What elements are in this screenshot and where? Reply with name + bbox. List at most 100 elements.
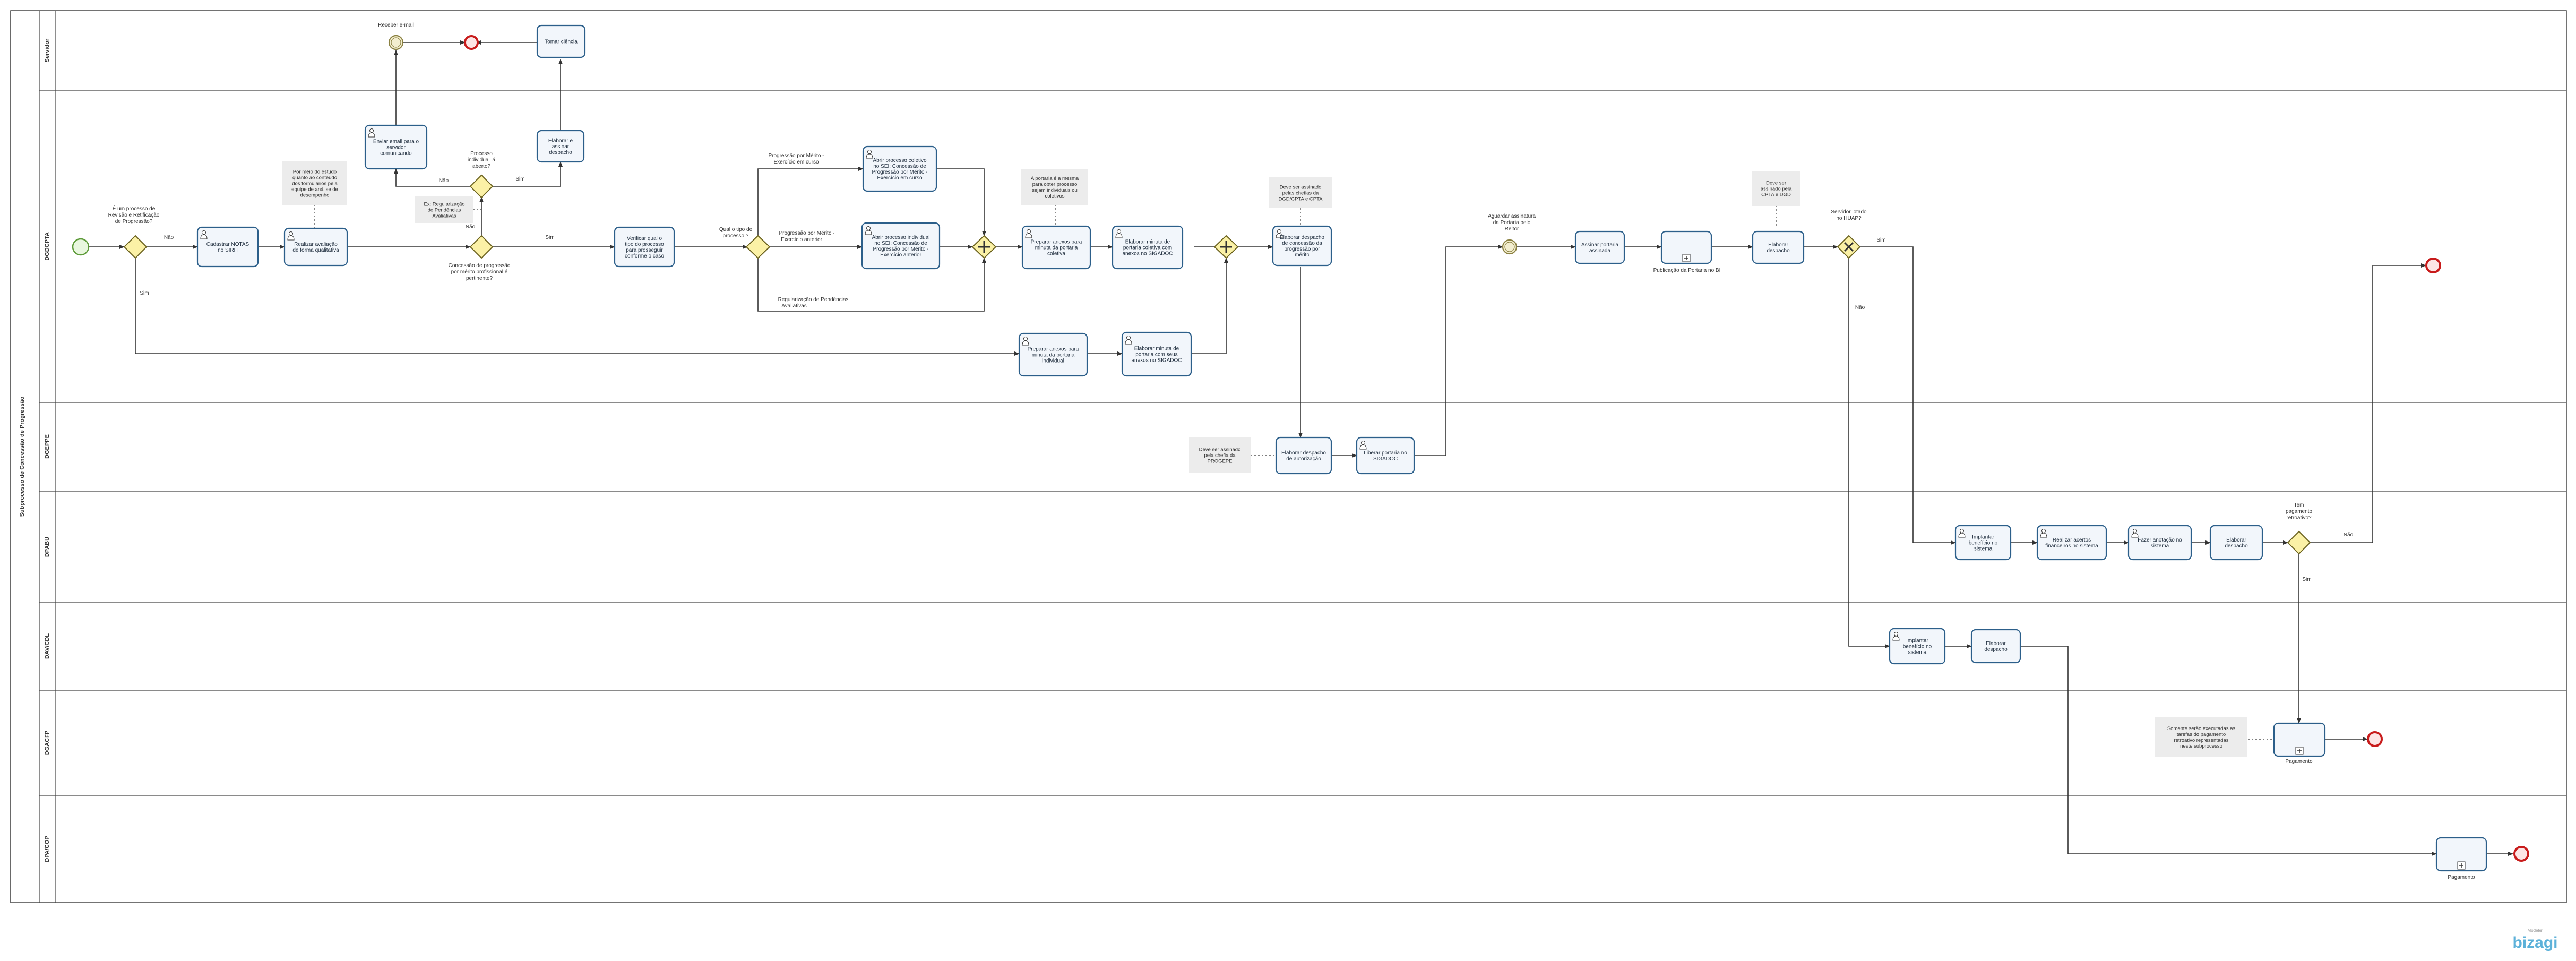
user-task-icon bbox=[1025, 229, 1032, 238]
flow-label-nao-g1: Não bbox=[164, 235, 174, 241]
annotation-text: Avaliativas bbox=[432, 213, 456, 219]
annotation-text: neste subprocesso bbox=[2180, 743, 2222, 749]
gateway-pertinente-label-2: por mérito profissional é bbox=[451, 269, 508, 275]
task-label: Realizar avaliação bbox=[294, 242, 338, 247]
task-label: Progressão por Mérito - bbox=[873, 246, 928, 252]
task-label: Elaborar minuta de bbox=[1125, 239, 1170, 245]
annotation-text: Somente serão executadas as bbox=[2167, 726, 2236, 732]
annotation-text: CPTA e DGD bbox=[1761, 192, 1791, 198]
gateway-retroativo: Tem pagamento retroativo? bbox=[2286, 502, 2312, 555]
task-label: assinada bbox=[1589, 248, 1610, 254]
task-label: sistema bbox=[1908, 650, 1927, 656]
annotation-text: de Pendências bbox=[428, 208, 461, 213]
lane-label-dav-cdl: DAV/CDL bbox=[44, 633, 50, 659]
lane-label-dpa-cop: DPA/COP bbox=[44, 836, 50, 862]
task-label: sistema bbox=[1974, 546, 1993, 552]
await-signature-event: Aguardar assinatura da Portaria pelo Rei… bbox=[1488, 213, 1536, 255]
gateway-aberto-label-2: individual já bbox=[468, 157, 496, 163]
annotation-text: Deve ser assinado bbox=[1280, 185, 1322, 191]
subprocess-caption-pagamento-dpacop: Pagamento bbox=[2448, 874, 2475, 880]
lane-label-servidor: Servidor bbox=[44, 38, 50, 62]
annotation-text: desempenho bbox=[300, 193, 330, 199]
task-label: Realizar acertos bbox=[2053, 537, 2091, 543]
task-label: Progressão por Mérito - bbox=[872, 169, 927, 175]
flow-label-anterior-2: Exercício anterior bbox=[781, 237, 822, 243]
flow-labels: Não Sim Não Sim Não Sim Progressão por M… bbox=[140, 153, 2353, 582]
await-signature-label-1: Aguardar assinatura bbox=[1488, 213, 1536, 219]
task-label: conforme o caso bbox=[625, 253, 664, 259]
gateway-pertinente: Concessão de progressão por mérito profi… bbox=[449, 235, 511, 281]
lane-label-dgacfp: DGACFP bbox=[44, 731, 50, 755]
gateway-revisao: É um processo de Revisão e Retificação d… bbox=[108, 205, 160, 259]
await-signature-label-3: Reitor bbox=[1505, 226, 1519, 232]
task-label: Implantar bbox=[1972, 535, 1994, 540]
task-label: anexos no SIGADOC bbox=[1131, 358, 1182, 364]
lane-label-dgeppe: DGEPPE bbox=[44, 434, 50, 459]
annotation-text: sejam individuais ou bbox=[1032, 187, 1078, 193]
gateway-revisao-label-2: Revisão e Retificação bbox=[108, 212, 160, 218]
gateway-huap-label-1: Servidor lotado bbox=[1831, 209, 1867, 215]
task-label: anexos no SIGADOC bbox=[1122, 251, 1173, 257]
task-label: de forma qualitativa bbox=[292, 247, 339, 253]
user-task-icon bbox=[1022, 337, 1029, 346]
task-publicacao-portaria bbox=[1660, 230, 1712, 264]
user-task-icon bbox=[287, 231, 295, 241]
gateway-tipo-label-2: processo ? bbox=[723, 233, 749, 239]
annotation-text: Por meio do estudo bbox=[293, 169, 337, 175]
task-label: de concessão da bbox=[1282, 241, 1322, 246]
flow-label-nao-g3: Não bbox=[466, 224, 476, 230]
task-label: no SEI: Concessão de bbox=[873, 164, 926, 169]
task-label: para prosseguir bbox=[626, 247, 663, 253]
gateway-parallel-2 bbox=[1213, 235, 1239, 259]
sequence-flows bbox=[89, 40, 2513, 856]
task-label: Preparar anexos para bbox=[1028, 347, 1079, 353]
task-label: Exercício em curso bbox=[877, 175, 922, 181]
user-task-icon bbox=[865, 226, 872, 235]
receive-email-event: Receber e-mail bbox=[378, 22, 414, 50]
annotation-text: pelas chefias da bbox=[1282, 191, 1319, 196]
task-label: de autorização bbox=[1286, 456, 1321, 462]
task-label: Fazer anotação no bbox=[2138, 537, 2182, 543]
task-tomar-ciencia: Tomar ciência bbox=[536, 24, 586, 58]
gateway-retroativo-label-1: Tem bbox=[2294, 502, 2304, 508]
pool-label: Subprocesso de Concessão de Progressão bbox=[19, 396, 25, 517]
subprocess-caption-pagamento-dgacfp: Pagamento bbox=[2285, 759, 2313, 765]
flow-label-sim-g1: Sim bbox=[140, 290, 149, 296]
task-label: Cadastrar NOTAS bbox=[206, 242, 249, 247]
user-task-icon bbox=[1125, 336, 1132, 345]
gateway-parallel-1 bbox=[971, 235, 997, 259]
gateway-revisao-label-1: É um processo de bbox=[113, 205, 156, 212]
task-label: Elaborar bbox=[1986, 641, 2006, 647]
task-label: SIGADOC bbox=[1373, 456, 1398, 462]
user-task-icon bbox=[1958, 529, 1966, 538]
annotation-text: tarefas do pagamento bbox=[2177, 732, 2226, 737]
flow-label-curso-1: Progressão por Mérito - bbox=[768, 153, 824, 159]
await-signature-label-2: da Portaria pelo bbox=[1493, 220, 1531, 226]
task-label: no SEI: Concessão de bbox=[874, 241, 927, 246]
flow-label-sim-g6: Sim bbox=[2302, 577, 2311, 582]
brand-name: bizagi bbox=[2512, 934, 2557, 951]
annotation-text: pela chefia da bbox=[1204, 453, 1236, 459]
flow-label-sim-g2: Sim bbox=[515, 176, 524, 182]
task-label: Elaborar bbox=[1768, 242, 1788, 248]
annotation-text: A portaria é a mesma bbox=[1031, 176, 1079, 182]
task-label: Enviar email para o bbox=[373, 139, 419, 145]
subprocess-caption-publicacao: Publicação da Portaria no BI bbox=[1653, 268, 1721, 273]
task-pagamento-dgacfp bbox=[2273, 722, 2326, 757]
task-label: servidor bbox=[386, 145, 406, 151]
end-event-dpacop bbox=[2513, 846, 2529, 862]
